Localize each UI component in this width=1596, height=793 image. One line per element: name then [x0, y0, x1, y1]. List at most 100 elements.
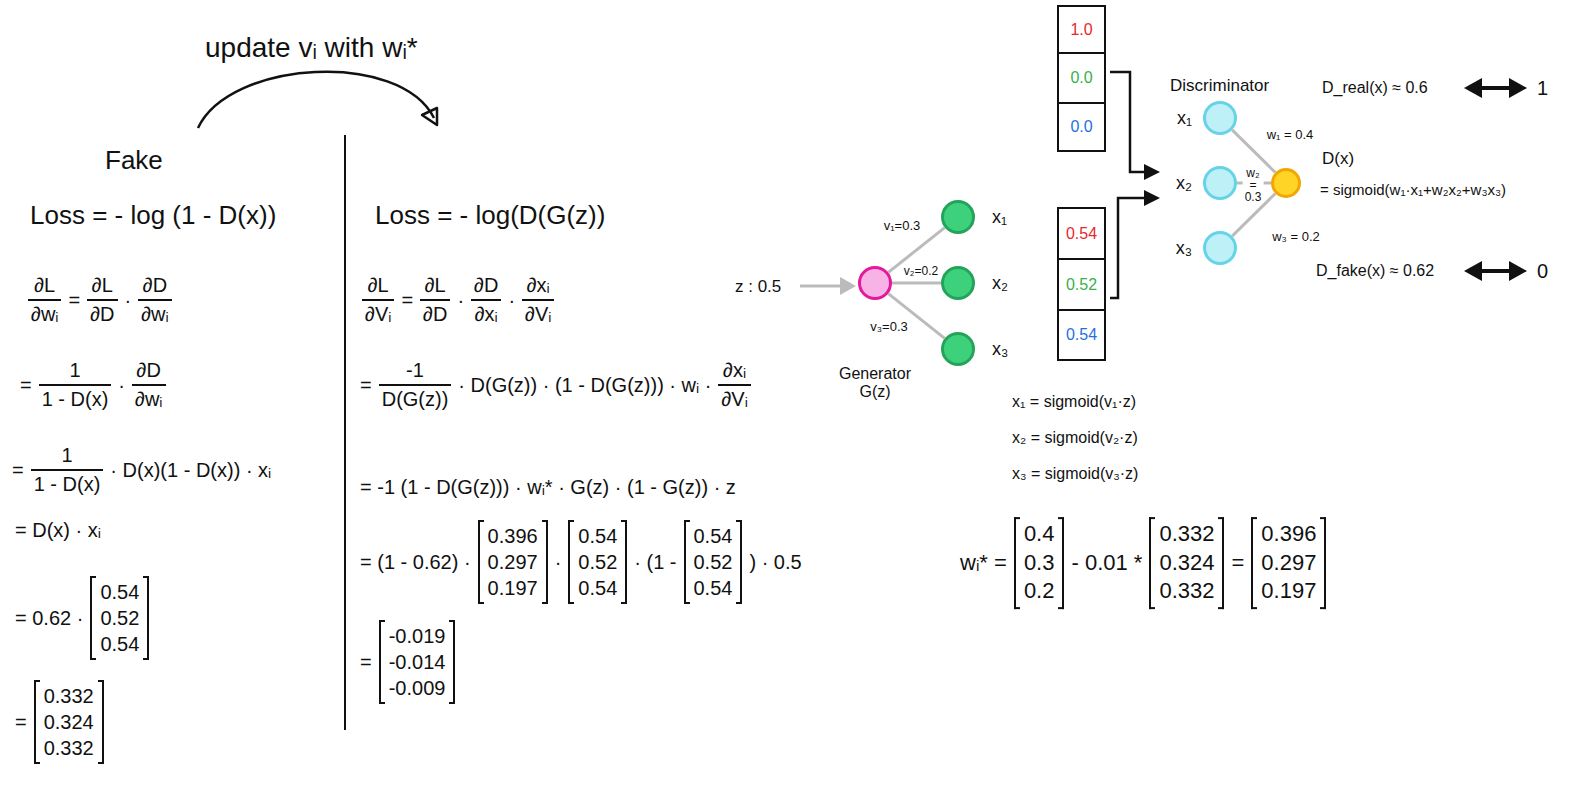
node-label: x₁: [992, 207, 1007, 228]
fraction-bar: [87, 299, 117, 301]
bracket-right: [621, 520, 627, 604]
bracket-left: [1149, 517, 1155, 609]
equation-row: x₂ = sigmoid(v₂·z): [1012, 429, 1138, 447]
fraction: ∂L∂D: [420, 274, 450, 326]
data-cell: 1.0: [1057, 5, 1106, 54]
bracket-left: [1014, 517, 1020, 609]
equation-row: x₃ = sigmoid(v₃·z): [1012, 465, 1138, 483]
fraction-bar: [522, 299, 554, 301]
bracket-right: [1320, 517, 1326, 609]
fraction-bar: [132, 384, 165, 386]
equation-text: =: [68, 289, 80, 312]
cell-value: 0.54: [1066, 326, 1097, 344]
bracket-left: [379, 620, 385, 704]
equation-text: =: [12, 459, 24, 482]
vector: 0.54 0.52 0.54: [90, 576, 149, 660]
equation-row: Discriminator: [1170, 76, 1269, 96]
equation-row: Fake: [105, 145, 163, 176]
vector-values: 0.54 0.52 0.54: [694, 523, 733, 601]
equation-text: =: [15, 711, 27, 734]
equation-row: ∂L∂Vᵢ=∂L∂D·∂D∂xᵢ·∂xᵢ∂Vᵢ: [362, 274, 554, 326]
denominator: ∂Vᵢ: [362, 303, 394, 326]
discriminator-output-neuron: D(x)= sigmoid(w₁·x₁+w₂x₂+w₃x₃): [1271, 168, 1301, 198]
discriminator-input-neuron: x₃: [1203, 231, 1237, 265]
fraction-bar: [362, 299, 394, 301]
arrowhead: [1144, 190, 1160, 206]
numerator: -1: [403, 359, 427, 382]
equation-text: = (1 - 0.62) ·: [360, 551, 471, 574]
equation-text: z : 0.5: [735, 277, 781, 297]
cell-value: 0.52: [1066, 276, 1097, 294]
fraction: 11 - D(x): [31, 444, 104, 496]
equation-text: ·: [118, 374, 125, 397]
bracket-left: [34, 680, 40, 764]
node-label: x₃: [1176, 238, 1192, 259]
equation-row: =11 - D(x)·∂D∂wᵢ: [20, 359, 166, 411]
real-data-bracket: [1110, 72, 1146, 172]
numerator: 1: [58, 444, 75, 467]
vector: -0.019 -0.014 -0.009: [379, 620, 456, 704]
vector: 0.4 0.3 0.2: [1014, 517, 1065, 609]
denominator: ∂xᵢ: [472, 303, 501, 326]
generator-output-neuron: x₁: [941, 200, 975, 234]
equation-row: update vᵢ with wᵢ*: [205, 32, 418, 64]
numerator: ∂L: [365, 274, 392, 297]
equation-text: - 0.01 *: [1071, 550, 1142, 576]
fraction-bar: [420, 299, 450, 301]
data-cell: 0.52: [1057, 258, 1106, 311]
divider-line: [344, 135, 346, 730]
denominator: ∂Vᵢ: [522, 303, 554, 326]
arrowhead: [422, 108, 437, 125]
equation-text: Loss = - log (1 - D(x)): [30, 200, 276, 231]
vector-values: 0.396 0.297 0.197: [1261, 520, 1316, 606]
denominator: ∂wᵢ: [28, 303, 61, 326]
discriminator-input-neuron: x₁: [1203, 101, 1237, 135]
equation-row: Loss = - log(D(G(z)): [375, 200, 605, 231]
bracket-right: [98, 680, 104, 764]
node-label: x₃: [992, 339, 1008, 360]
numerator: ∂L: [422, 274, 449, 297]
fraction-bar: [138, 299, 171, 301]
equation-text: =: [401, 289, 413, 312]
bracket-right: [1218, 517, 1224, 609]
weight-label: v₂=0.2: [902, 264, 940, 278]
fraction: -1D(G(z)): [379, 359, 452, 411]
equation-row: = D(x) · xᵢ: [15, 519, 101, 542]
equation-text: = -1 (1 - D(G(z))) · wᵢ* · G(z) · (1 - G…: [360, 476, 736, 499]
equation-row: = 0.62 ·0.54 0.52 0.54: [15, 576, 149, 660]
fraction-bar: [379, 384, 452, 386]
numerator: ∂D: [471, 274, 501, 297]
arrowhead: [1464, 78, 1482, 98]
numerator: ∂D: [134, 359, 164, 382]
vector-values: 0.332 0.324 0.332: [44, 683, 94, 761]
fraction: ∂D∂wᵢ: [132, 359, 165, 411]
weight-label: w₁ = 0.4: [1265, 127, 1316, 142]
vector: 0.54 0.52 0.54: [684, 520, 743, 604]
fake-data-bracket: [1110, 198, 1146, 298]
node-label: x₁: [1177, 108, 1192, 129]
equation-row: z : 0.5: [735, 277, 781, 297]
equation-text: update vᵢ with wᵢ*: [205, 32, 418, 64]
equation-row: Loss = - log (1 - D(x)): [30, 200, 276, 231]
denominator: ∂wᵢ: [138, 303, 171, 326]
equation-row: x₁ = sigmoid(v₁·z): [1012, 393, 1136, 411]
bracket-right: [449, 620, 455, 704]
equation-row: 1: [1537, 77, 1548, 100]
equation-row: = 11 - D(x) · D(x)(1 - D(x)) · xᵢ: [12, 444, 271, 496]
equation-row: = 0.332 0.324 0.332: [15, 680, 104, 764]
fraction: ∂D ∂xᵢ: [471, 274, 501, 326]
equation-text: · D(x)(1 - D(x)) · xᵢ: [110, 459, 271, 482]
fraction: ∂L ∂wᵢ: [28, 274, 61, 326]
numerator: ∂L: [31, 274, 58, 297]
vector: 0.396 0.297 0.197: [1251, 517, 1326, 609]
equation-text: D_real(x) ≈ 0.6: [1322, 79, 1428, 97]
equation-row: 0: [1537, 260, 1548, 283]
weight-label: v₃=0.3: [868, 319, 909, 334]
equation-row: = -1 (1 - D(G(z))) · wᵢ* · G(z) · (1 - G…: [360, 476, 736, 499]
equation-text: ·: [555, 551, 562, 574]
bracket-left: [684, 520, 690, 604]
equation-text: x₂ = sigmoid(v₂·z): [1012, 429, 1138, 447]
numerator: 1: [66, 359, 83, 382]
